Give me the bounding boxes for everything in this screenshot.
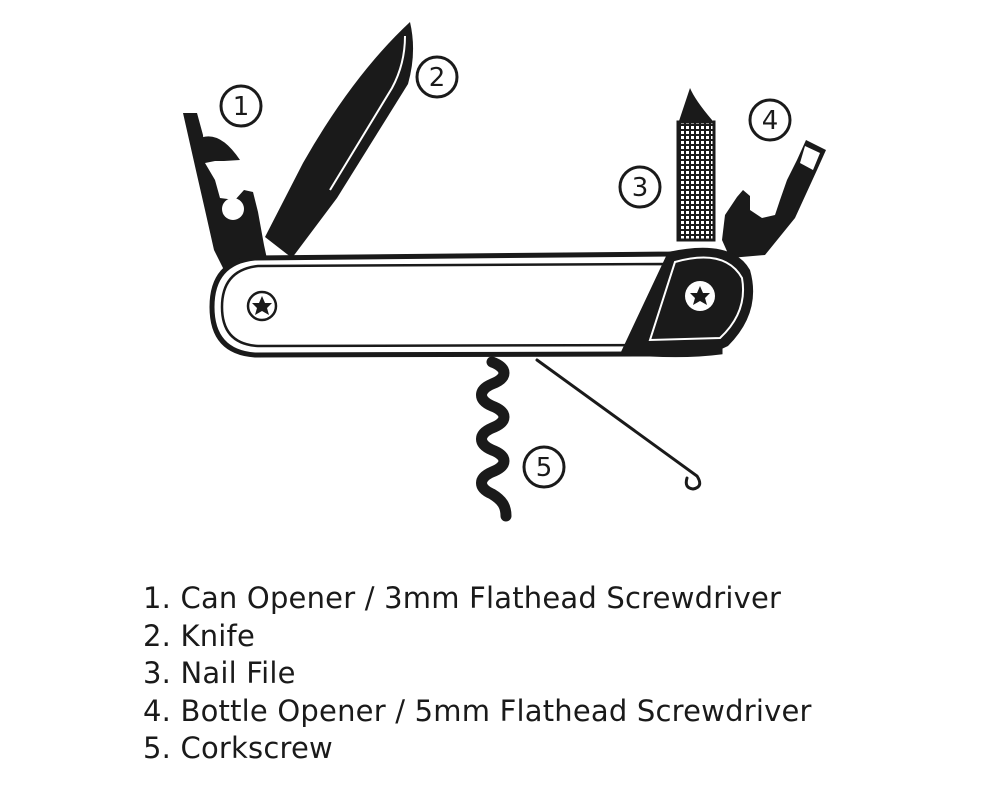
pocket-knife-diagram: 1 2 3 4 5 bbox=[183, 22, 826, 522]
nail-file bbox=[676, 88, 716, 242]
legend-number: 2. bbox=[143, 618, 172, 653]
corkscrew bbox=[476, 356, 512, 522]
legend-text: Corkscrew bbox=[180, 731, 333, 765]
legend-text: Knife bbox=[180, 618, 256, 653]
callout-2: 2 bbox=[415, 55, 459, 99]
callout-4: 4 bbox=[748, 98, 792, 142]
legend-text: Nail File bbox=[180, 656, 296, 690]
callout-3-label: 3 bbox=[632, 173, 649, 203]
knife-blade bbox=[265, 22, 414, 258]
can-opener-tool bbox=[183, 113, 272, 282]
legend-text: Can Opener / 3mm Flathead Screwdriver bbox=[180, 581, 782, 615]
rivet-right bbox=[685, 281, 715, 311]
bottle-opener-tool bbox=[722, 140, 826, 258]
legend-item-3: 3. Nail File bbox=[143, 655, 812, 693]
parts-legend: 1. Can Opener / 3mm Flathead Screwdriver… bbox=[143, 580, 812, 768]
legend-item-2: 2. Knife bbox=[143, 618, 812, 656]
callout-3: 3 bbox=[618, 165, 662, 209]
callout-5: 5 bbox=[522, 445, 566, 489]
callout-2-label: 2 bbox=[429, 63, 446, 93]
callout-1: 1 bbox=[219, 84, 263, 128]
knife-handle bbox=[209, 247, 754, 358]
legend-number: 4. bbox=[143, 693, 172, 728]
legend-item-4: 4. Bottle Opener / 5mm Flathead Screwdri… bbox=[143, 693, 812, 731]
legend-item-5: 5. Corkscrew bbox=[143, 730, 812, 768]
legend-item-1: 1. Can Opener / 3mm Flathead Screwdriver bbox=[143, 580, 812, 618]
legend-text: Bottle Opener / 5mm Flathead Screwdriver bbox=[180, 693, 812, 728]
callout-5-label: 5 bbox=[536, 453, 553, 483]
callout-4-label: 4 bbox=[762, 106, 779, 136]
legend-number: 5. bbox=[143, 731, 172, 765]
pick-tool bbox=[535, 358, 702, 491]
callout-1-label: 1 bbox=[233, 92, 250, 122]
rivet-left bbox=[246, 290, 278, 322]
legend-number: 3. bbox=[143, 656, 172, 690]
legend-number: 1. bbox=[143, 581, 172, 615]
